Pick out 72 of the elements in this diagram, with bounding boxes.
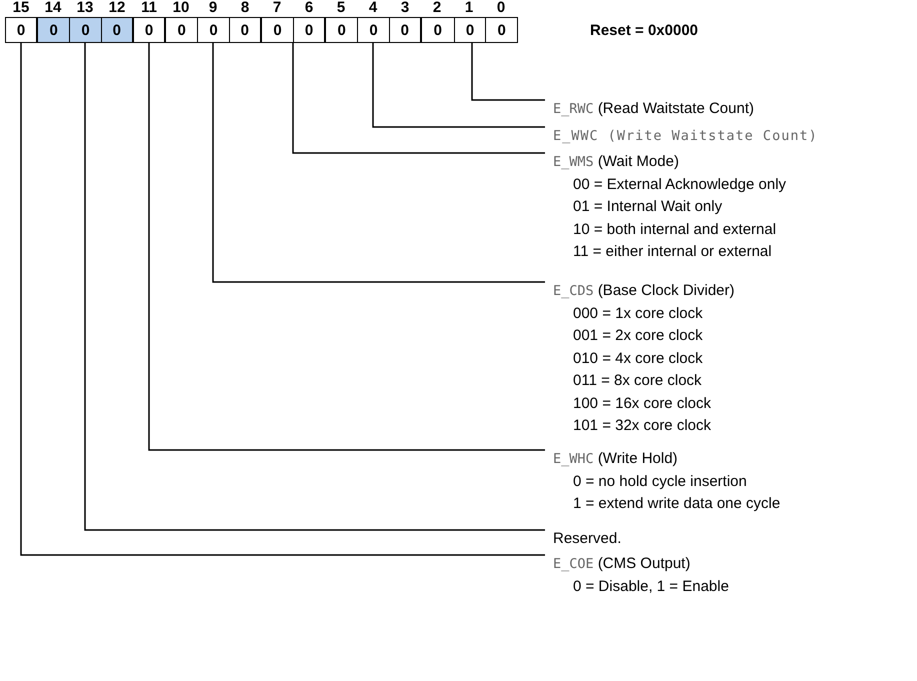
option-text: 010 = 4x core clock [572,348,704,368]
leader-line [84,43,545,531]
option-text: 11 = either internal or external [572,242,773,262]
bit-number: 0 [496,0,506,15]
option-text: 101 = 32x core clock [572,416,712,436]
field-name: E_RWC [553,101,594,117]
option-text: 0 = no hold cycle insertion [572,472,748,492]
bit-value: 0 [144,20,154,40]
bit-number: 6 [304,0,314,15]
bit-field [421,17,518,43]
bit-number: 5 [336,0,346,15]
option-text: 011 = 8x core clock [572,371,703,391]
bit-number: 4 [368,0,378,15]
bit-number: 9 [208,0,218,15]
field-description: (Wait Mode) [598,153,679,170]
field-name: E_COE [553,556,594,572]
option-text: 1 = extend write data one cycle [572,494,780,514]
bit-field [165,17,261,43]
reset-value: Reset = 0x0000 [590,22,698,39]
field-name: E_CDS [553,283,594,299]
bit-value: 0 [357,18,389,42]
bit-value: 0 [292,18,324,42]
bit-number: 14 [44,0,62,15]
bit-number: 2 [432,0,442,15]
bit-value: 0 [197,18,229,42]
option-text: 100 = 16x core clock [572,394,712,414]
bit-field [133,17,165,43]
bit-value: 0 [485,18,517,42]
leader-line [292,43,545,154]
bit-value: 0 [69,18,101,42]
field-description: (CMS Output) [598,555,690,572]
option-text: 001 = 2x core clock [572,326,704,346]
field-description: Reserved. [553,530,622,547]
bit-value: 0 [176,20,187,40]
bit-number: 3 [400,0,410,15]
field-description: (Read Waitstate Count) [598,100,754,117]
option-text: 0 = Disable, 1 = Enable [572,576,729,596]
bit-number: 13 [76,0,94,15]
bit-value: 0 [388,18,420,42]
bit-value: 0 [16,20,26,40]
bit-number: 10 [172,0,190,15]
bit-number: 8 [240,0,250,15]
bit-number: 7 [272,0,282,15]
bit-number: 1 [464,0,474,15]
bit-value: 0 [454,18,486,42]
bit-field [5,17,37,43]
bit-value: 0 [336,20,347,40]
field-name: E_WMS [553,154,594,170]
field-name: E_WWC (Write Waitstate Count) [553,128,818,144]
bit-value: 0 [432,20,443,40]
bit-number: 12 [108,0,126,15]
field-description: (Write Hold) [598,450,678,467]
option-text: 01 = Internal Wait only [572,197,724,217]
field-name: E_WHC [553,451,594,467]
bit-value: 0 [228,18,260,42]
bit-number: 15 [12,0,30,15]
leader-line [148,43,545,451]
option-text: 10 = both internal and external [572,220,778,240]
field-description: (Base Clock Divider) [598,282,735,299]
leader-line [372,43,545,128]
option-text: 000 = 1x core clock [572,304,704,324]
bit-value: 0 [100,18,132,42]
bit-value: 0 [48,20,59,40]
bit-number: 11 [140,0,158,15]
bit-field [261,17,325,43]
leader-line [20,43,545,556]
option-text: 00 = External Acknowledge only [572,174,786,194]
bit-value: 0 [272,20,283,40]
leader-line [471,43,545,101]
bit-field [37,17,133,43]
bit-field [325,17,421,43]
leader-line [212,43,545,283]
